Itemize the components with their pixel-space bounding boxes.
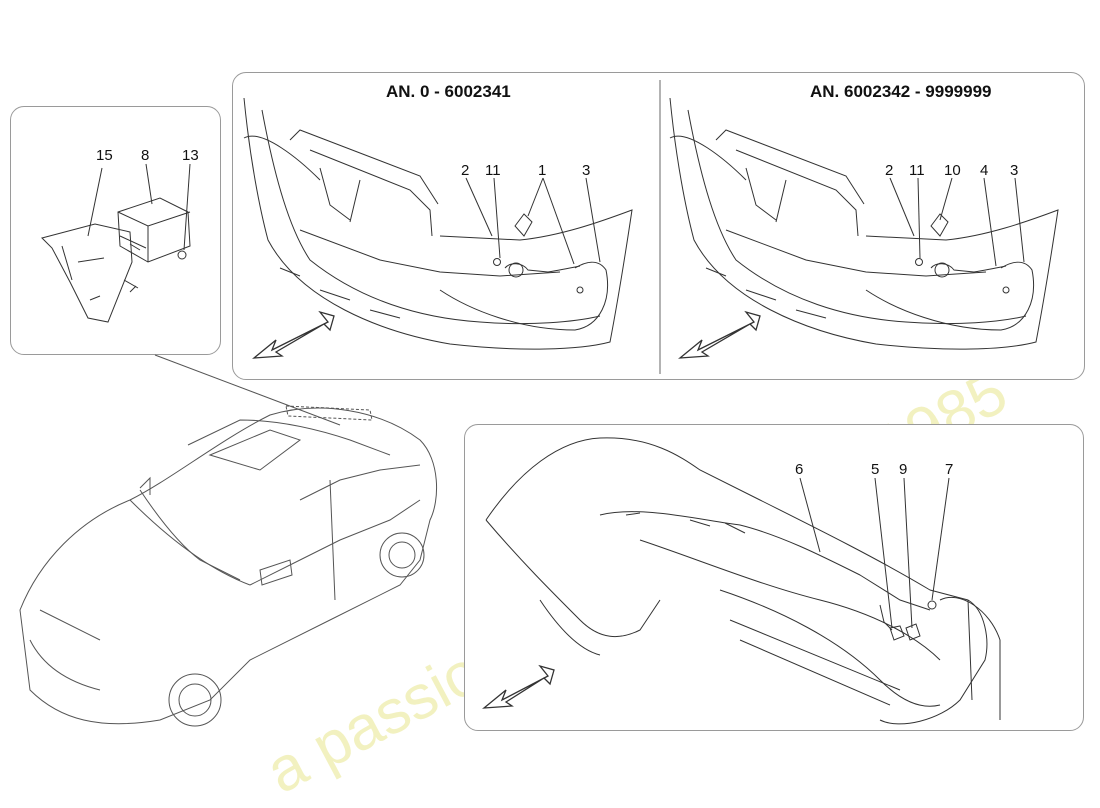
car-overview-drawing (19, 405, 438, 727)
callout-8: 8 (141, 147, 150, 164)
callout-5: 5 (871, 461, 880, 478)
callout-4: 4 (980, 162, 989, 179)
callout-13: 13 (182, 147, 199, 164)
callout-11: 11 (909, 162, 925, 179)
callout-3: 3 (1010, 162, 1019, 179)
front-bumper-right-drawing (669, 97, 1059, 359)
callout-15: 15 (96, 147, 113, 164)
front-right-title: AN. 6002342 - 9999999 (810, 82, 992, 101)
callout-11: 11 (485, 162, 501, 179)
rear-bumper-drawing (482, 437, 1001, 725)
callout-10: 10 (944, 162, 961, 179)
callout-2: 2 (461, 162, 470, 179)
rear-bumper-panel (464, 424, 1084, 731)
callout-3: 3 (582, 162, 591, 179)
callout-1: 1 (538, 162, 547, 179)
control-unit-drawing (41, 163, 191, 323)
front-bumper-panel (232, 72, 1085, 380)
callout-9: 9 (899, 461, 908, 478)
front-bumper-left-drawing (243, 97, 633, 359)
callout-6: 6 (795, 461, 804, 478)
front-left-title: AN. 0 - 6002341 (386, 82, 511, 101)
callout-7: 7 (945, 461, 954, 478)
callout-2: 2 (885, 162, 894, 179)
